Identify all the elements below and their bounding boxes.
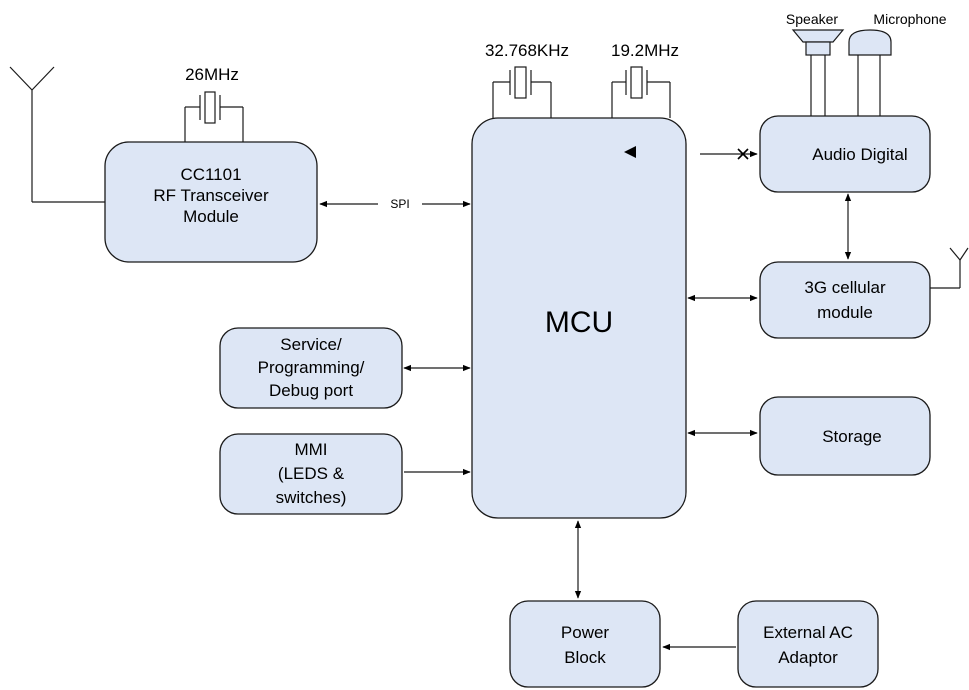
ac-adaptor-block: External AC Adaptor (737, 600, 879, 688)
microphone-label: Microphone (873, 11, 946, 27)
cellular-line-1: 3G cellular (804, 278, 886, 297)
rf-crystal-label: 26MHz (185, 65, 239, 84)
ac-adaptor-line-1: External AC (763, 623, 853, 642)
mcu-block: MCU (471, 117, 687, 519)
power-block: Power Block (509, 600, 661, 688)
mcu-crystal-19m-label: 19.2MHz (611, 41, 679, 60)
rf-crystal-icon (184, 91, 244, 142)
cellular-antenna-icon (930, 247, 969, 289)
storage-block: Storage (759, 396, 931, 476)
service-port-block: Service/ Programming/ Debug port (219, 327, 403, 409)
service-port-line-1: Service/ (280, 335, 342, 354)
service-port-line-2: Programming/ (258, 358, 365, 377)
mcu-crystal-19m-icon (611, 66, 671, 118)
cellular-module-block: 3G cellular module (759, 261, 931, 339)
speaker-label: Speaker (786, 11, 838, 27)
speaker-icon (791, 29, 845, 116)
mmi-line-1: MMI (294, 440, 327, 459)
rf-module-line-3: Module (183, 207, 239, 226)
mcu-crystal-32k-icon (492, 66, 552, 118)
cellular-line-2: module (817, 303, 873, 322)
audio-link (700, 148, 758, 160)
spi-label: SPI (390, 197, 409, 211)
audio-digital-block: Audio Digital (759, 115, 931, 193)
mcu-crystal-32k-label: 32.768KHz (485, 41, 569, 60)
mcu-label: MCU (545, 306, 613, 339)
rf-module-line-2: RF Transceiver (153, 186, 269, 205)
rf-module-line-1: CC1101 (180, 165, 241, 184)
rf-transceiver-block: CC1101 RF Transceiver Module (104, 141, 318, 263)
ac-adaptor-line-2: Adaptor (778, 648, 838, 667)
rf-antenna-icon (9, 66, 105, 203)
storage-label: Storage (822, 427, 882, 446)
mmi-line-3: switches) (276, 488, 347, 507)
service-port-line-3: Debug port (269, 381, 353, 400)
power-line-1: Power (561, 623, 610, 642)
mmi-block: MMI (LEDS & switches) (219, 433, 403, 515)
mcu-marker-icon (624, 146, 636, 158)
microphone-icon (848, 29, 892, 116)
mmi-line-2: (LEDS & (278, 464, 345, 483)
power-line-2: Block (564, 648, 606, 667)
audio-digital-label: Audio Digital (812, 145, 907, 164)
